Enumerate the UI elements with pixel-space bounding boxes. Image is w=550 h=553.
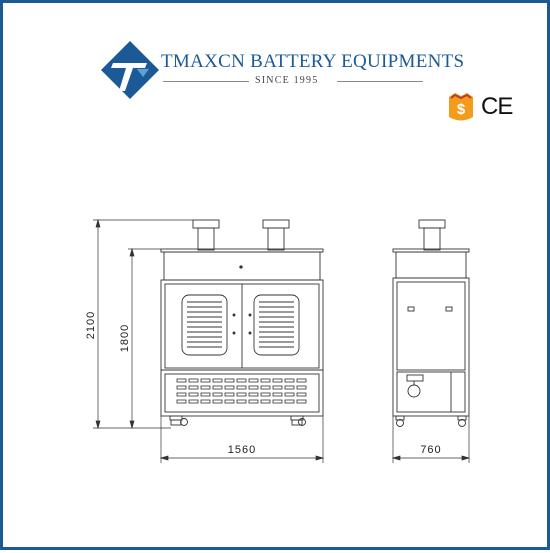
right-vent-slats — [259, 301, 294, 348]
tmaxcn-logo-icon — [101, 41, 159, 99]
brand-since: SINCE 1995 — [255, 75, 319, 86]
dim-label-width: 1560 — [228, 444, 256, 456]
brand-rule-left — [163, 81, 249, 82]
svg-text:$: $ — [457, 101, 466, 118]
dim-label-depth: 760 — [420, 444, 441, 456]
technical-drawing: 2100 1800 1560 760 — [85, 218, 471, 463]
front-casters — [169, 415, 306, 426]
ce-mark: CE — [481, 93, 513, 120]
dim-label-total-height: 2100 — [85, 311, 97, 339]
left-vent-slats — [187, 301, 222, 348]
dimension-lines — [93, 218, 471, 463]
brand-name: TMAXCN BATTERY EQUIPMENTS — [161, 51, 465, 72]
lower-louvers — [176, 378, 307, 404]
brand-rule-right — [337, 81, 423, 82]
dim-label-body-height: 1800 — [119, 324, 131, 352]
dollar-badge-icon: $ — [449, 93, 473, 121]
side-view — [392, 219, 470, 427]
front-view — [160, 219, 324, 426]
